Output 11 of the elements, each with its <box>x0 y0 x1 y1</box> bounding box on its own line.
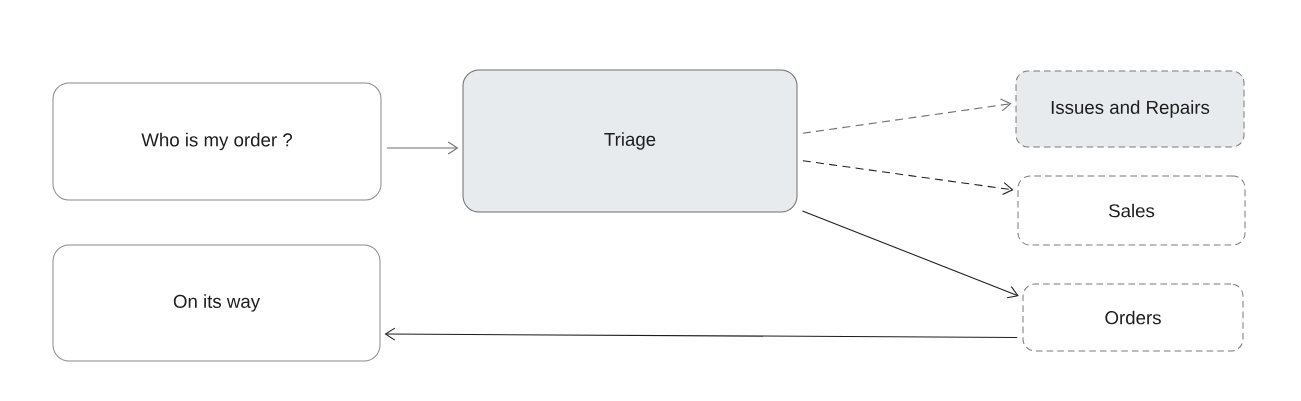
arrow <box>384 327 1018 341</box>
arrow <box>801 210 1019 299</box>
dashed-arrow <box>802 98 1012 134</box>
dashed-arrow <box>802 160 1014 196</box>
dashed-box: Orders <box>1022 283 1244 352</box>
arrow <box>386 141 459 155</box>
process-box: Triage <box>462 69 798 213</box>
process-box: On its way <box>52 244 381 362</box>
process-box: Who is my order ? <box>52 82 382 201</box>
dashed-box: Issues and Repairs <box>1015 70 1245 148</box>
dashed-box: Sales <box>1017 175 1246 246</box>
